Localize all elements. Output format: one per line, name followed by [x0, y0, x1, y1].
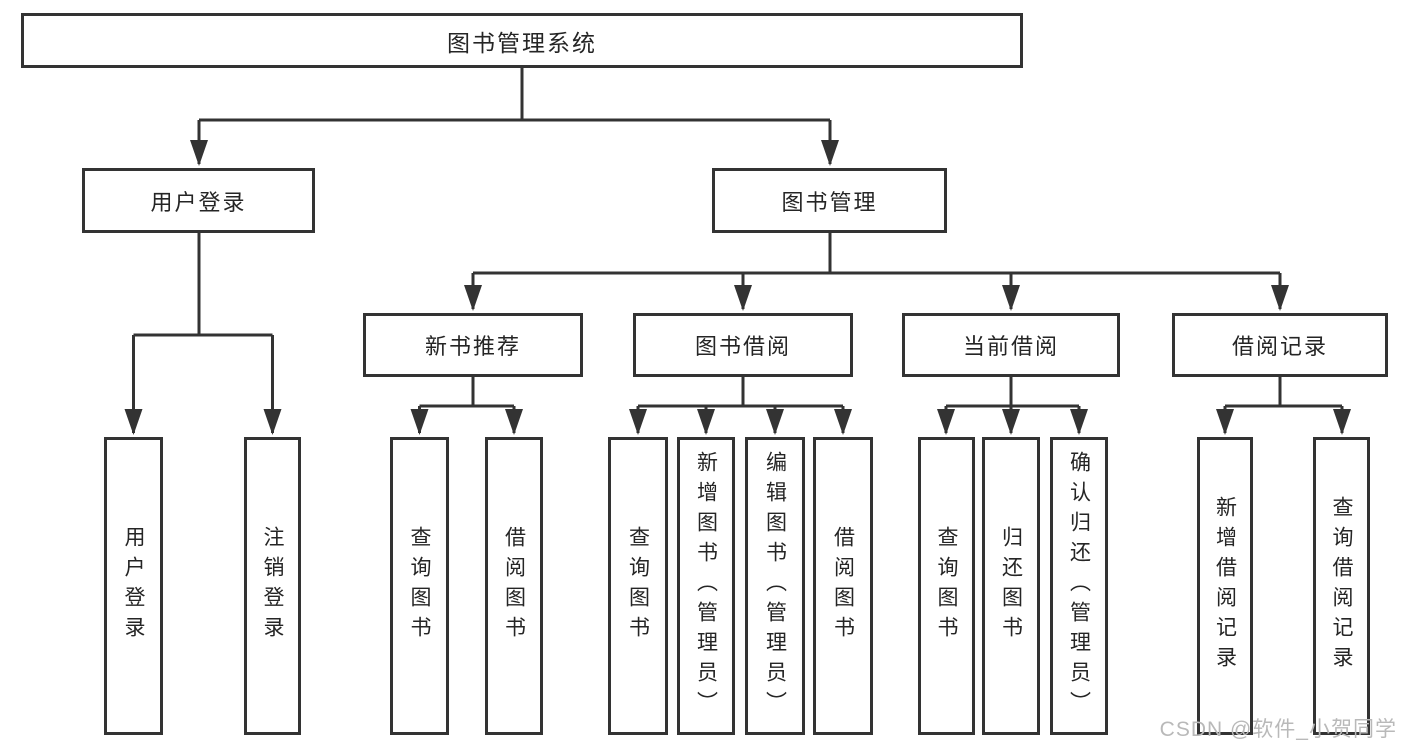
node-label: 新书推荐	[424, 334, 521, 359]
arrowhead	[190, 140, 208, 166]
node-current-borrow: 当前借阅	[902, 313, 1120, 377]
node-confirm-return-admin: 确认归还（管理员）	[1050, 437, 1108, 735]
node-label: 图书借阅	[694, 334, 791, 359]
node-label: 查询图书	[408, 526, 431, 646]
arrowhead	[464, 285, 482, 311]
arrowhead	[629, 409, 647, 435]
arrowhead	[124, 409, 143, 435]
node-label: 用户登录	[150, 189, 247, 215]
node-return-books: 归还图书	[982, 437, 1040, 735]
node-label: 确认归还（管理员）	[1067, 451, 1091, 721]
node-borrow-books-1: 借阅图书	[485, 437, 543, 735]
node-label: 查询图书	[935, 526, 958, 646]
arrowhead	[697, 409, 715, 435]
arrowhead	[1271, 285, 1289, 311]
node-logout-action: 注销登录	[244, 437, 301, 735]
watermark: CSDN @软件_小贺同学	[1159, 718, 1397, 741]
node-book-mgmt: 图书管理	[712, 168, 947, 233]
arrowhead	[410, 409, 429, 435]
node-label: 借阅记录	[1231, 334, 1328, 359]
node-add-borrow-record: 新增借阅记录	[1197, 437, 1253, 735]
arrowhead	[766, 409, 784, 435]
arrowhead	[505, 409, 523, 435]
node-label: 新增图书（管理员）	[694, 451, 718, 721]
node-system-title: 图书管理系统	[21, 13, 1023, 68]
arrowhead	[1002, 409, 1020, 435]
node-label: 当前借阅	[962, 334, 1059, 359]
node-label: 用户登录	[122, 526, 145, 646]
node-label: 新增借阅记录	[1213, 496, 1237, 676]
arrowhead	[1333, 409, 1351, 435]
node-label: 编辑图书（管理员）	[763, 451, 787, 721]
arrowhead	[937, 409, 955, 435]
node-edit-book-admin: 编辑图书（管理员）	[745, 437, 805, 735]
node-book-borrow: 图书借阅	[633, 313, 853, 377]
arrowhead	[1070, 409, 1088, 435]
node-label: 借阅图书	[502, 526, 526, 646]
node-user-login: 用户登录	[82, 168, 315, 233]
node-query-books-3: 查询图书	[918, 437, 975, 735]
arrowhead	[1216, 409, 1234, 435]
node-label: 图书管理	[781, 189, 878, 215]
node-label: 归还图书	[999, 526, 1023, 646]
arrowhead	[734, 285, 752, 311]
arrowhead	[821, 140, 839, 166]
node-query-books-1: 查询图书	[390, 437, 449, 735]
node-label: 借阅图书	[831, 526, 855, 646]
node-new-books: 新书推荐	[363, 313, 583, 377]
node-query-books-2: 查询图书	[608, 437, 668, 735]
node-label: 图书管理系统	[447, 29, 597, 56]
arrowhead	[263, 409, 282, 435]
arrowhead	[1002, 285, 1020, 311]
node-query-borrow-record: 查询借阅记录	[1313, 437, 1370, 735]
node-user-login-action: 用户登录	[104, 437, 163, 735]
arrowhead	[834, 409, 852, 435]
node-add-book-admin: 新增图书（管理员）	[677, 437, 735, 735]
node-label: 查询图书	[626, 526, 650, 646]
node-borrow-books-2: 借阅图书	[813, 437, 873, 735]
node-label: 注销登录	[261, 526, 284, 646]
node-label: 查询借阅记录	[1330, 496, 1353, 676]
node-borrow-records: 借阅记录	[1172, 313, 1388, 377]
